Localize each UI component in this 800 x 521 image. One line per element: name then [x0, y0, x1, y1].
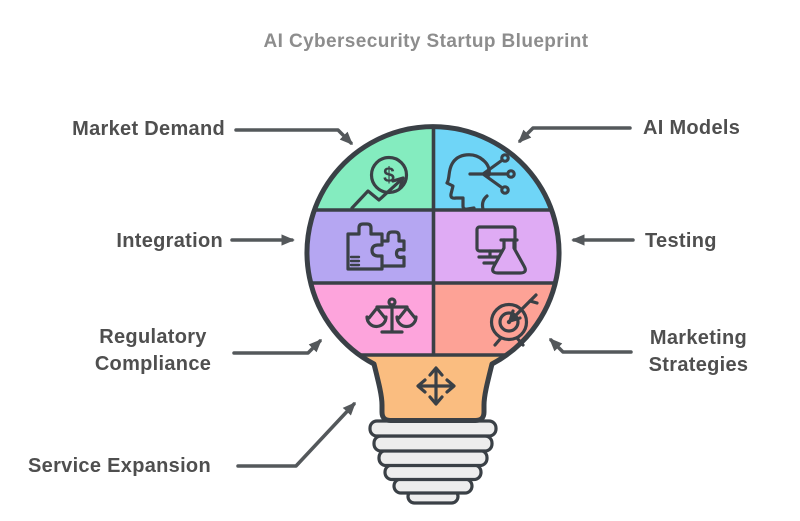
service-expansion-arrow: [236, 401, 356, 468]
label-line: Marketing: [649, 327, 748, 349]
regulatory-compliance-arrow: [232, 339, 322, 355]
ai-models-arrow: [518, 126, 632, 143]
target-dart-icon: [489, 293, 539, 347]
section-integration: [307, 210, 434, 283]
ai-head-circuit-icon: [445, 153, 516, 211]
section-service-expansion: [307, 355, 559, 421]
screw-ridge: [377, 448, 489, 468]
label-regulatory-compliance: Regulatory Compliance: [60, 324, 246, 378]
label-integration: Integration: [116, 230, 223, 252]
label-marketing-strategies: Marketing Strategies: [636, 325, 761, 379]
expand-arrows-icon: [416, 366, 456, 406]
label-testing: Testing: [645, 230, 717, 252]
diagram-title: AI Cybersecurity Startup Blueprint: [263, 31, 589, 52]
market-demand-arrow: [234, 128, 353, 145]
bulb-outline: [304, 124, 562, 423]
section-dividers: [307, 126, 559, 357]
scales-icon: [365, 297, 418, 334]
label-line: Strategies: [648, 354, 749, 376]
label-market-demand: Market Demand: [72, 118, 225, 140]
label-line: Regulatory: [99, 326, 207, 348]
screw-ridge: [372, 434, 494, 453]
puzzle-pieces-icon: [346, 222, 406, 271]
dollar-growth-icon: $: [350, 155, 409, 210]
screw-ridge: [368, 419, 498, 438]
monitor-flask-icon: [475, 225, 527, 275]
label-service-expansion: Service Expansion: [28, 455, 211, 477]
label-line: Compliance: [94, 353, 212, 375]
dollar-glyph: $: [383, 164, 395, 187]
label-ai-models: AI Models: [643, 117, 741, 139]
marketing-strategies-arrow: [549, 338, 633, 354]
screw-base: [368, 419, 498, 505]
screw-ridge: [383, 463, 483, 482]
